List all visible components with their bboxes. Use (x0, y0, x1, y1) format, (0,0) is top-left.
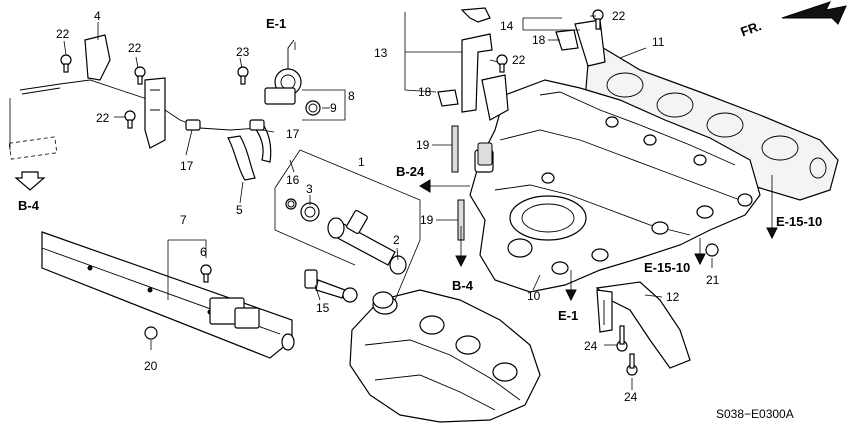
ref-b4-left: B-4 (18, 198, 40, 213)
intake-manifold (469, 79, 761, 293)
part-label-21: 21 (706, 273, 720, 287)
cylinder-head-section (349, 289, 541, 423)
ref-e1-bottom: E-1 (558, 308, 578, 323)
part-label-8: 8 (348, 89, 355, 103)
manifold-bracket (595, 281, 691, 369)
hose-bracket (84, 34, 166, 149)
part-label-12: 12 (666, 290, 680, 304)
part-label-23: 23 (236, 45, 250, 59)
leader-lines (63, 12, 713, 390)
part-label-9: 9 (330, 101, 337, 115)
part-label-4: 4 (94, 9, 101, 23)
part-label-11: 11 (652, 35, 665, 49)
part-label-15: 15 (316, 301, 330, 315)
part-label-19b: 19 (420, 213, 434, 227)
ref-b4-mid: B-4 (452, 278, 474, 293)
injector-seal (304, 269, 394, 309)
part-label-19a: 19 (416, 138, 430, 152)
fuel-rail (41, 231, 295, 359)
part-label-18b: 18 (532, 33, 546, 47)
part-label-17b: 17 (286, 127, 300, 141)
pressure-regulator (264, 39, 321, 116)
bolt-icons (60, 9, 719, 376)
ref-e1510-right: E-15-10 (776, 214, 822, 229)
harness-clamps (437, 7, 606, 121)
ref-e1-top: E-1 (266, 16, 286, 31)
part-label-13: 13 (374, 46, 388, 60)
part-label-20: 20 (144, 359, 158, 373)
part-label-22c: 22 (96, 111, 110, 125)
part-label-2: 2 (393, 233, 400, 247)
fuel-injector (285, 198, 407, 275)
part-label-5: 5 (236, 203, 243, 217)
part-label-1: 1 (358, 155, 365, 169)
part-label-7: 7 (180, 213, 187, 227)
part-label-6: 6 (200, 245, 207, 259)
ref-b24: B-24 (396, 164, 425, 179)
part-label-10: 10 (527, 289, 541, 303)
part-label-24a: 24 (584, 339, 598, 353)
callout-labels: 4 22 22 22 23 E-1 8 9 17 17 5 B-4 1 16 3… (18, 9, 822, 421)
part-label-3: 3 (306, 182, 313, 196)
diagram-code: S038−E0300A (716, 407, 794, 421)
part-label-16: 16 (286, 173, 300, 187)
part-label-22b: 22 (128, 41, 142, 55)
reference-arrows (14, 1, 847, 302)
part-label-17a: 17 (180, 159, 194, 173)
part-label-22a: 22 (56, 27, 70, 41)
front-direction-label: FR. (738, 18, 763, 39)
part-label-24b: 24 (624, 390, 638, 404)
part-label-18a: 18 (418, 85, 432, 99)
fuel-hose (19, 79, 272, 181)
part-label-22e: 22 (512, 53, 526, 67)
part-label-22d: 22 (612, 9, 626, 23)
part-label-14: 14 (500, 19, 514, 33)
ref-e1510-mid: E-15-10 (644, 260, 690, 275)
